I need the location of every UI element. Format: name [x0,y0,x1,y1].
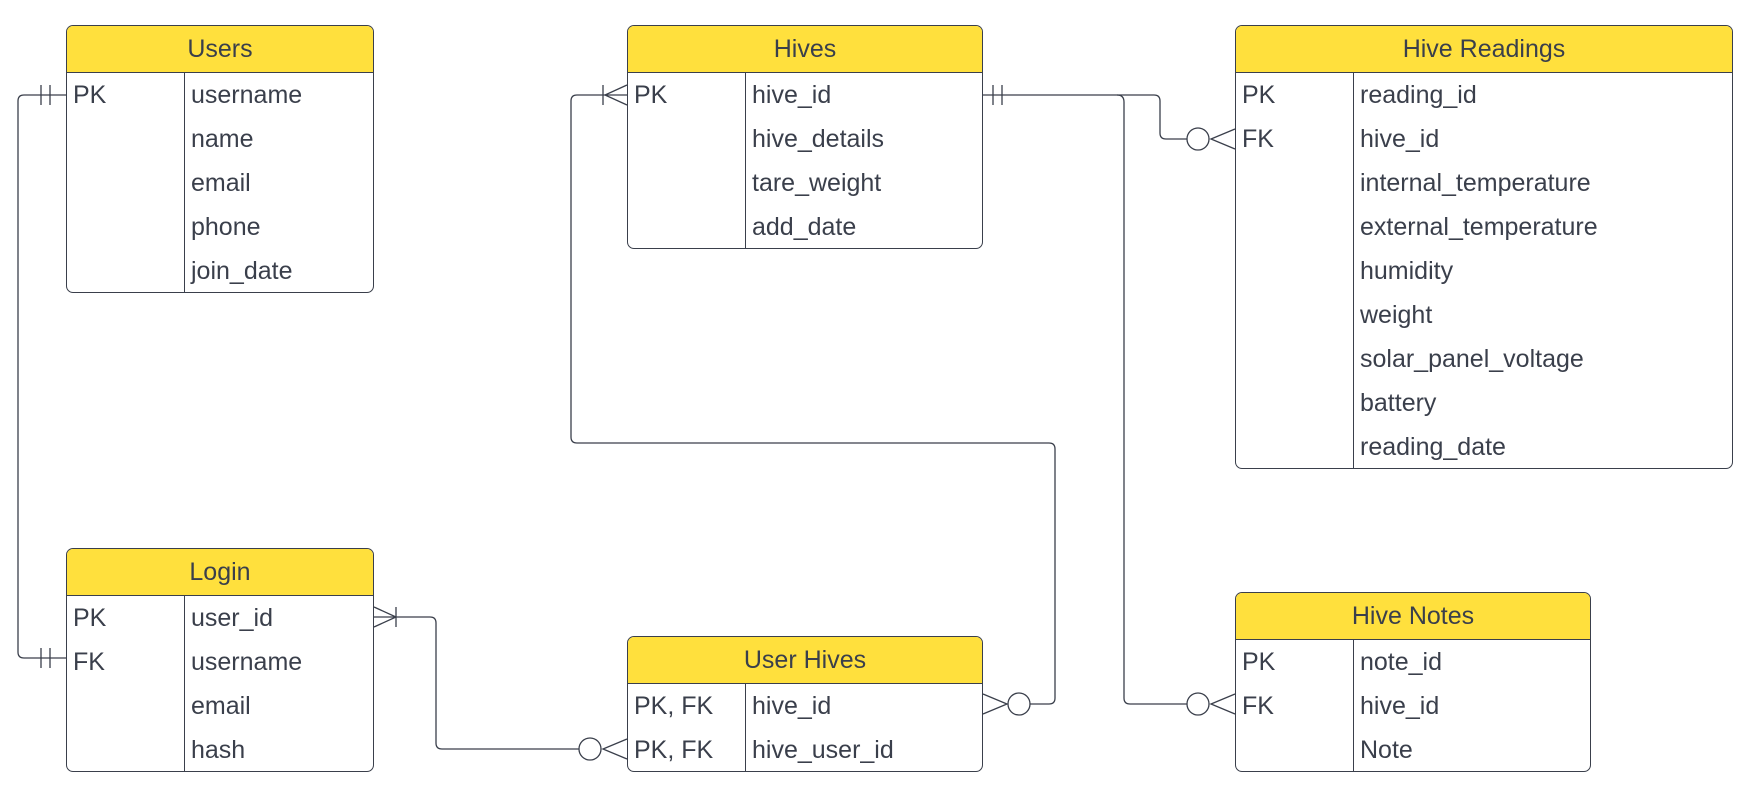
field-name: phone [191,212,261,241]
key-label: PK, FK [634,691,714,720]
table-row: FK hive_id [1236,117,1732,161]
field-name: username [191,647,303,676]
entity-title: Users [67,26,373,73]
field-name: hive_id [752,691,832,720]
field-name: hive_id [1360,124,1440,153]
entity-hive-readings[interactable]: Hive Readings PK reading_id FK hive_id i… [1235,25,1733,469]
table-row: name [67,117,373,161]
field-name: external_temperature [1360,212,1598,241]
column-divider [184,73,185,292]
field-name: username [191,80,303,109]
key-label: FK [73,647,105,676]
table-row: email [67,684,373,728]
table-row: PK, FK hive_id [628,684,982,728]
table-row: PK, FK hive_user_id [628,728,982,772]
field-name: solar_panel_voltage [1360,344,1584,373]
column-divider [745,684,746,771]
connector-hives-userhives [570,94,1056,705]
field-name: tare_weight [752,168,882,197]
key-label: PK [1242,80,1276,109]
field-name: weight [1360,300,1433,329]
table-row: humidity [1236,249,1732,293]
key-label: FK [1242,124,1274,153]
field-name: add_date [752,212,857,241]
column-divider [184,596,185,771]
crow-foot-marker [1209,693,1236,715]
zero-marker [1186,127,1210,151]
entity-login[interactable]: Login PK user_id FK username email hash [66,548,374,772]
entity-user-hives[interactable]: User Hives PK, FK hive_id PK, FK hive_us… [627,636,983,772]
entity-title: Hive Readings [1236,26,1732,73]
field-name: name [191,124,254,153]
zero-marker [1186,692,1210,716]
crow-foot-marker [373,606,398,628]
table-row: Note [1236,728,1590,772]
table-row: tare_weight [628,161,982,205]
key-label: FK [1242,691,1274,720]
entity-hive-notes[interactable]: Hive Notes PK note_id FK hive_id Note [1235,592,1591,772]
table-row: phone [67,205,373,249]
table-row: hive_details [628,117,982,161]
zero-marker [1007,692,1031,716]
table-row: join_date [67,249,373,293]
table-row: email [67,161,373,205]
entity-title: Login [67,549,373,596]
field-name: Note [1360,735,1413,764]
table-row: add_date [628,205,982,249]
table-row: weight [1236,293,1732,337]
table-row: reading_date [1236,425,1732,469]
table-row: internal_temperature [1236,161,1732,205]
entity-users[interactable]: Users PK username name email phone join_… [66,25,374,293]
table-row: PK user_id [67,596,373,640]
field-name: battery [1360,388,1437,417]
field-name: note_id [1360,647,1443,676]
entity-title: Hive Notes [1236,593,1590,640]
connector-users-login [17,94,66,659]
connector-login-userhives [374,616,579,750]
connector-hives-notes [1116,94,1187,705]
crow-foot-marker [603,84,628,106]
key-label: PK [73,80,107,109]
table-row: PK hive_id [628,73,982,117]
table-row: PK reading_id [1236,73,1732,117]
table-row: hash [67,728,373,772]
table-row: FK hive_id [1236,684,1590,728]
entity-title: User Hives [628,637,982,684]
field-name: user_id [191,603,273,632]
key-label: PK [73,603,107,632]
entity-hives[interactable]: Hives PK hive_id hive_details tare_weigh… [627,25,983,249]
connector-hives-readings [983,94,1187,140]
column-divider [1353,73,1354,468]
crow-foot-marker [601,738,628,760]
table-row: battery [1236,381,1732,425]
table-row: solar_panel_voltage [1236,337,1732,381]
entity-title: Hives [628,26,982,73]
table-row: external_temperature [1236,205,1732,249]
table-row: PK username [67,73,373,117]
zero-marker [578,737,602,761]
field-name: email [191,691,251,720]
field-name: hash [191,735,246,764]
field-name: reading_date [1360,432,1506,461]
field-name: email [191,168,251,197]
field-name: internal_temperature [1360,168,1591,197]
field-name: hive_id [1360,691,1440,720]
column-divider [745,73,746,248]
table-row: FK username [67,640,373,684]
crow-foot-marker [982,693,1009,715]
crow-foot-marker [1209,128,1236,150]
field-name: hive_details [752,124,885,153]
key-label: PK [634,80,668,109]
field-name: hive_user_id [752,735,894,764]
key-label: PK [1242,647,1276,676]
key-label: PK, FK [634,735,714,764]
column-divider [1353,640,1354,771]
table-row: PK note_id [1236,640,1590,684]
field-name: reading_id [1360,80,1477,109]
field-name: hive_id [752,80,832,109]
field-name: humidity [1360,256,1454,285]
field-name: join_date [191,256,293,285]
